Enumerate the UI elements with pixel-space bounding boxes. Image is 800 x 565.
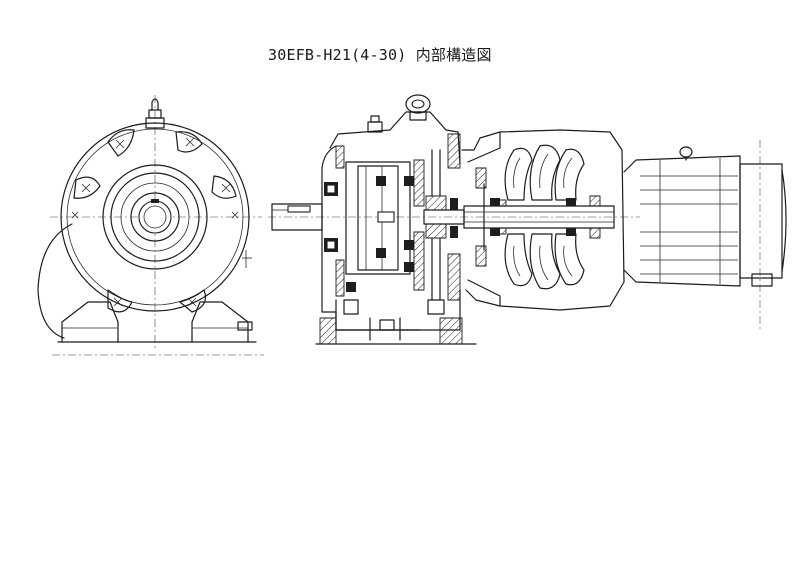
sectional-side-view bbox=[268, 94, 787, 345]
front-end-view bbox=[37, 95, 264, 356]
drawing-title: 30EFB-H21(4-30) 内部構造図 bbox=[268, 46, 492, 64]
